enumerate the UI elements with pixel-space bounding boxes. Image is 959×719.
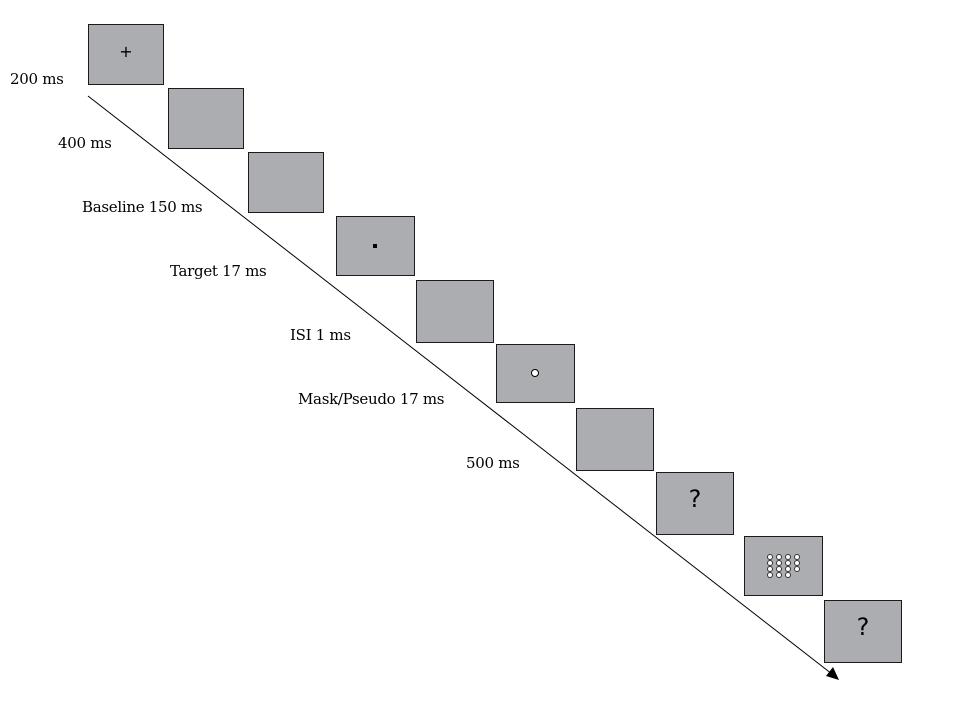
- frame-mask: [496, 344, 575, 403]
- label-isi: ISI 1 ms: [290, 326, 351, 344]
- frame-isi: [416, 280, 494, 343]
- question-mark-icon: ?: [688, 485, 702, 513]
- frame-response-grid: [744, 536, 823, 596]
- question-mark-icon: ?: [856, 613, 870, 641]
- frame-question-1: ?: [656, 472, 734, 535]
- label-200ms: 200 ms: [10, 70, 64, 88]
- label-target: Target 17 ms: [170, 262, 267, 280]
- fixation-cross-icon: +: [119, 42, 133, 61]
- label-500ms: 500 ms: [466, 454, 520, 472]
- frame-500: [576, 408, 654, 471]
- label-400ms: 400 ms: [58, 134, 112, 152]
- mask-circle-icon: [531, 369, 539, 377]
- frame-target: [336, 216, 415, 276]
- label-baseline: Baseline 150 ms: [82, 198, 203, 216]
- label-mask: Mask/Pseudo 17 ms: [298, 390, 445, 408]
- target-dot-icon: [373, 244, 377, 248]
- frame-baseline: [248, 152, 324, 213]
- shape-grid-icon: [765, 554, 801, 578]
- frame-question-2: ?: [824, 600, 902, 663]
- frame-fixation: +: [88, 24, 164, 85]
- frame-blank-400: [168, 88, 244, 149]
